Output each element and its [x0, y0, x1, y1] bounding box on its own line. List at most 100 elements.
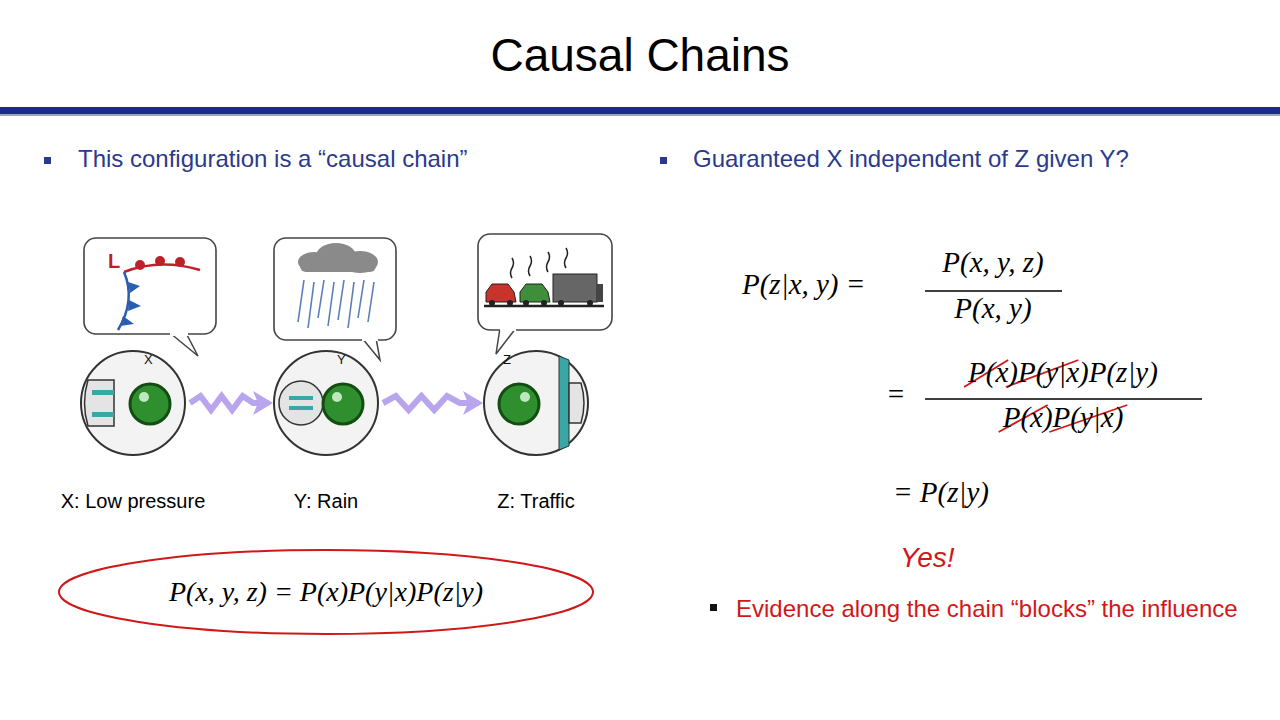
robot-part [289, 406, 313, 410]
formula-text: P(x, y, z) = P(x)P(y|x)P(z|y) [169, 576, 483, 608]
title-rule [0, 107, 1280, 114]
lightning-arrow [383, 396, 479, 410]
robot-body [274, 351, 378, 455]
fraction-denominator: P(x, y) [954, 292, 1031, 325]
equals-sign: = [886, 378, 906, 411]
illustration-part [155, 256, 165, 266]
illustration-part [348, 282, 354, 328]
ellipse-stroke [59, 550, 593, 634]
node-caption: Y: Rain [294, 490, 358, 513]
illustration-part [298, 280, 374, 328]
illustration-part [368, 282, 374, 322]
fraction-bar [925, 290, 1062, 292]
thought-bubble [84, 238, 216, 356]
illustration-part [496, 328, 516, 354]
fraction-numerator: P(x, y, z) [942, 246, 1043, 279]
robot-node: YY: Rain [271, 348, 381, 458]
illustration-part [328, 282, 334, 326]
robot-part [323, 384, 363, 424]
robot-part [139, 392, 149, 402]
robot-illustration [78, 348, 188, 458]
illustration-part [274, 238, 396, 340]
sub-bullet-text: Evidence along the chain “blocks” the in… [736, 594, 1256, 624]
illustration-part [565, 248, 568, 268]
illustration-part [300, 260, 376, 272]
illustration-part [547, 252, 550, 272]
robot-part [484, 351, 588, 455]
fraction-numerator: P(x)P(y|x)P(z|y) [968, 356, 1158, 389]
equation-result: = P(z|y) [893, 476, 989, 509]
robot-illustration [481, 348, 591, 458]
illustration-part [553, 274, 597, 302]
answer-text: Yes! [900, 542, 954, 574]
node-caption: Z: Traffic [497, 490, 574, 513]
thought-bubble [478, 234, 612, 354]
illustration-part [358, 280, 364, 318]
robot-part [279, 381, 323, 425]
slide-title: Causal Chains [490, 28, 789, 82]
illustration-part [478, 234, 612, 330]
illustration-part [558, 300, 564, 306]
bullet-square [710, 604, 717, 611]
illustration-part [128, 300, 141, 311]
robot-node: XX: Low pressure [78, 348, 188, 458]
lightning-arrow [190, 396, 269, 410]
fraction-bar [925, 398, 1202, 400]
equation-lhs: P(z|x, y) = [742, 268, 865, 301]
bullet-square [44, 157, 51, 164]
illustration-part [308, 282, 314, 328]
illustration-part [318, 280, 324, 318]
robot-part [274, 351, 378, 455]
bullet-square [660, 157, 667, 164]
head-letter: Z [503, 352, 511, 367]
illustration-part [511, 258, 514, 278]
title-rule-shadow [0, 114, 1280, 116]
illustration-part [511, 248, 568, 278]
fraction-denominator: P(x)P(y|x) [1003, 401, 1124, 434]
illustration-part [507, 300, 513, 306]
illustration-part [170, 333, 198, 356]
thought-bubble [274, 238, 396, 360]
robot-part [85, 380, 115, 426]
robot-body [81, 351, 185, 455]
robot-part [130, 384, 170, 424]
illustration-part [500, 326, 516, 331]
illustration-part [175, 257, 185, 267]
robot-part [332, 392, 342, 402]
robot-body [484, 351, 588, 455]
illustration-part [362, 338, 380, 360]
bullet-text: Guaranteed X independent of Z given Y? [693, 145, 1129, 173]
illustration-part [135, 260, 145, 270]
illustration-part [523, 300, 529, 306]
robot-part [520, 392, 530, 402]
illustration-part [597, 284, 603, 302]
illustration-part [338, 280, 344, 320]
head-letter: X [144, 352, 153, 367]
illustration-part [587, 300, 593, 306]
robot-part [92, 412, 114, 417]
illustration-part [362, 336, 378, 341]
robot-part [559, 356, 569, 450]
robot-part [569, 383, 584, 423]
head-letter: Y [337, 352, 346, 367]
illustration-part [486, 284, 516, 302]
robot-part [92, 390, 114, 395]
robot-node: ZZ: Traffic [481, 348, 591, 458]
robot-part [81, 351, 185, 455]
illustration-part [120, 316, 134, 326]
illustration-part [298, 280, 304, 322]
illustration-part [541, 300, 547, 306]
node-caption: X: Low pressure [61, 490, 206, 513]
robot-part [499, 384, 539, 424]
bullet-text: This configuration is a “causal chain” [78, 145, 468, 173]
formula-ellipse: P(x, y, z) = P(x)P(y|x)P(z|y) [57, 548, 595, 636]
illustration-part [529, 256, 532, 276]
illustration-part [170, 331, 188, 336]
illustration-part [489, 300, 495, 306]
map-symbol: L [108, 250, 120, 273]
robot-part [289, 396, 313, 400]
illustration-part [84, 238, 216, 334]
robot-illustration [271, 348, 381, 458]
